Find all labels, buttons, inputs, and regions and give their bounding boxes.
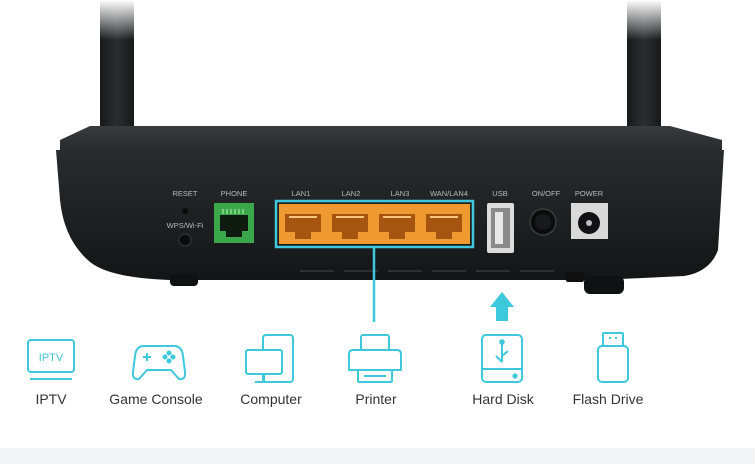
device-label-flash-drive: Flash Drive bbox=[572, 391, 644, 407]
power-jack bbox=[571, 203, 608, 239]
phone-label: PHONE bbox=[221, 189, 248, 198]
usb-up-arrow-icon bbox=[490, 292, 514, 321]
power-switch[interactable] bbox=[529, 208, 557, 236]
wps-label: WPS/Wi-Fi bbox=[167, 221, 204, 230]
device-label-game-console: Game Console bbox=[109, 391, 203, 407]
device-label-computer: Computer bbox=[240, 391, 302, 407]
reset-pinhole[interactable] bbox=[182, 208, 188, 214]
lan1-label: LAN1 bbox=[292, 189, 311, 198]
left-foot bbox=[170, 274, 198, 286]
reset-label: RESET bbox=[172, 189, 197, 198]
wan-lan4-label: WAN/LAN4 bbox=[430, 189, 468, 198]
wan-lan4-port[interactable] bbox=[426, 214, 462, 239]
device-label-hard-disk: Hard Disk bbox=[472, 391, 534, 407]
computer-icon bbox=[245, 334, 294, 383]
lan3-port[interactable] bbox=[379, 214, 415, 239]
hard-disk-icon bbox=[481, 334, 523, 383]
lan2-port[interactable] bbox=[332, 214, 368, 239]
iptv-icon bbox=[27, 339, 75, 380]
power-label: POWER bbox=[575, 189, 604, 198]
device-label-iptv: IPTV bbox=[35, 391, 67, 407]
wps-button[interactable] bbox=[178, 233, 192, 247]
lan2-label: LAN2 bbox=[342, 189, 361, 198]
gamepad-icon bbox=[131, 345, 187, 381]
printer-icon bbox=[348, 334, 402, 383]
on-off-label: ON/OFF bbox=[532, 189, 561, 198]
iptv-screen-text: IPTV bbox=[39, 352, 64, 364]
phone-port[interactable] bbox=[214, 203, 254, 243]
usb-port[interactable] bbox=[487, 203, 514, 253]
lan1-port[interactable] bbox=[285, 214, 321, 239]
lan3-label: LAN3 bbox=[391, 189, 410, 198]
device-label-printer: Printer bbox=[355, 391, 397, 407]
footer-band bbox=[0, 448, 755, 464]
usb-label: USB bbox=[492, 189, 507, 198]
flash-drive-icon bbox=[597, 332, 629, 383]
right-foot bbox=[584, 276, 624, 294]
